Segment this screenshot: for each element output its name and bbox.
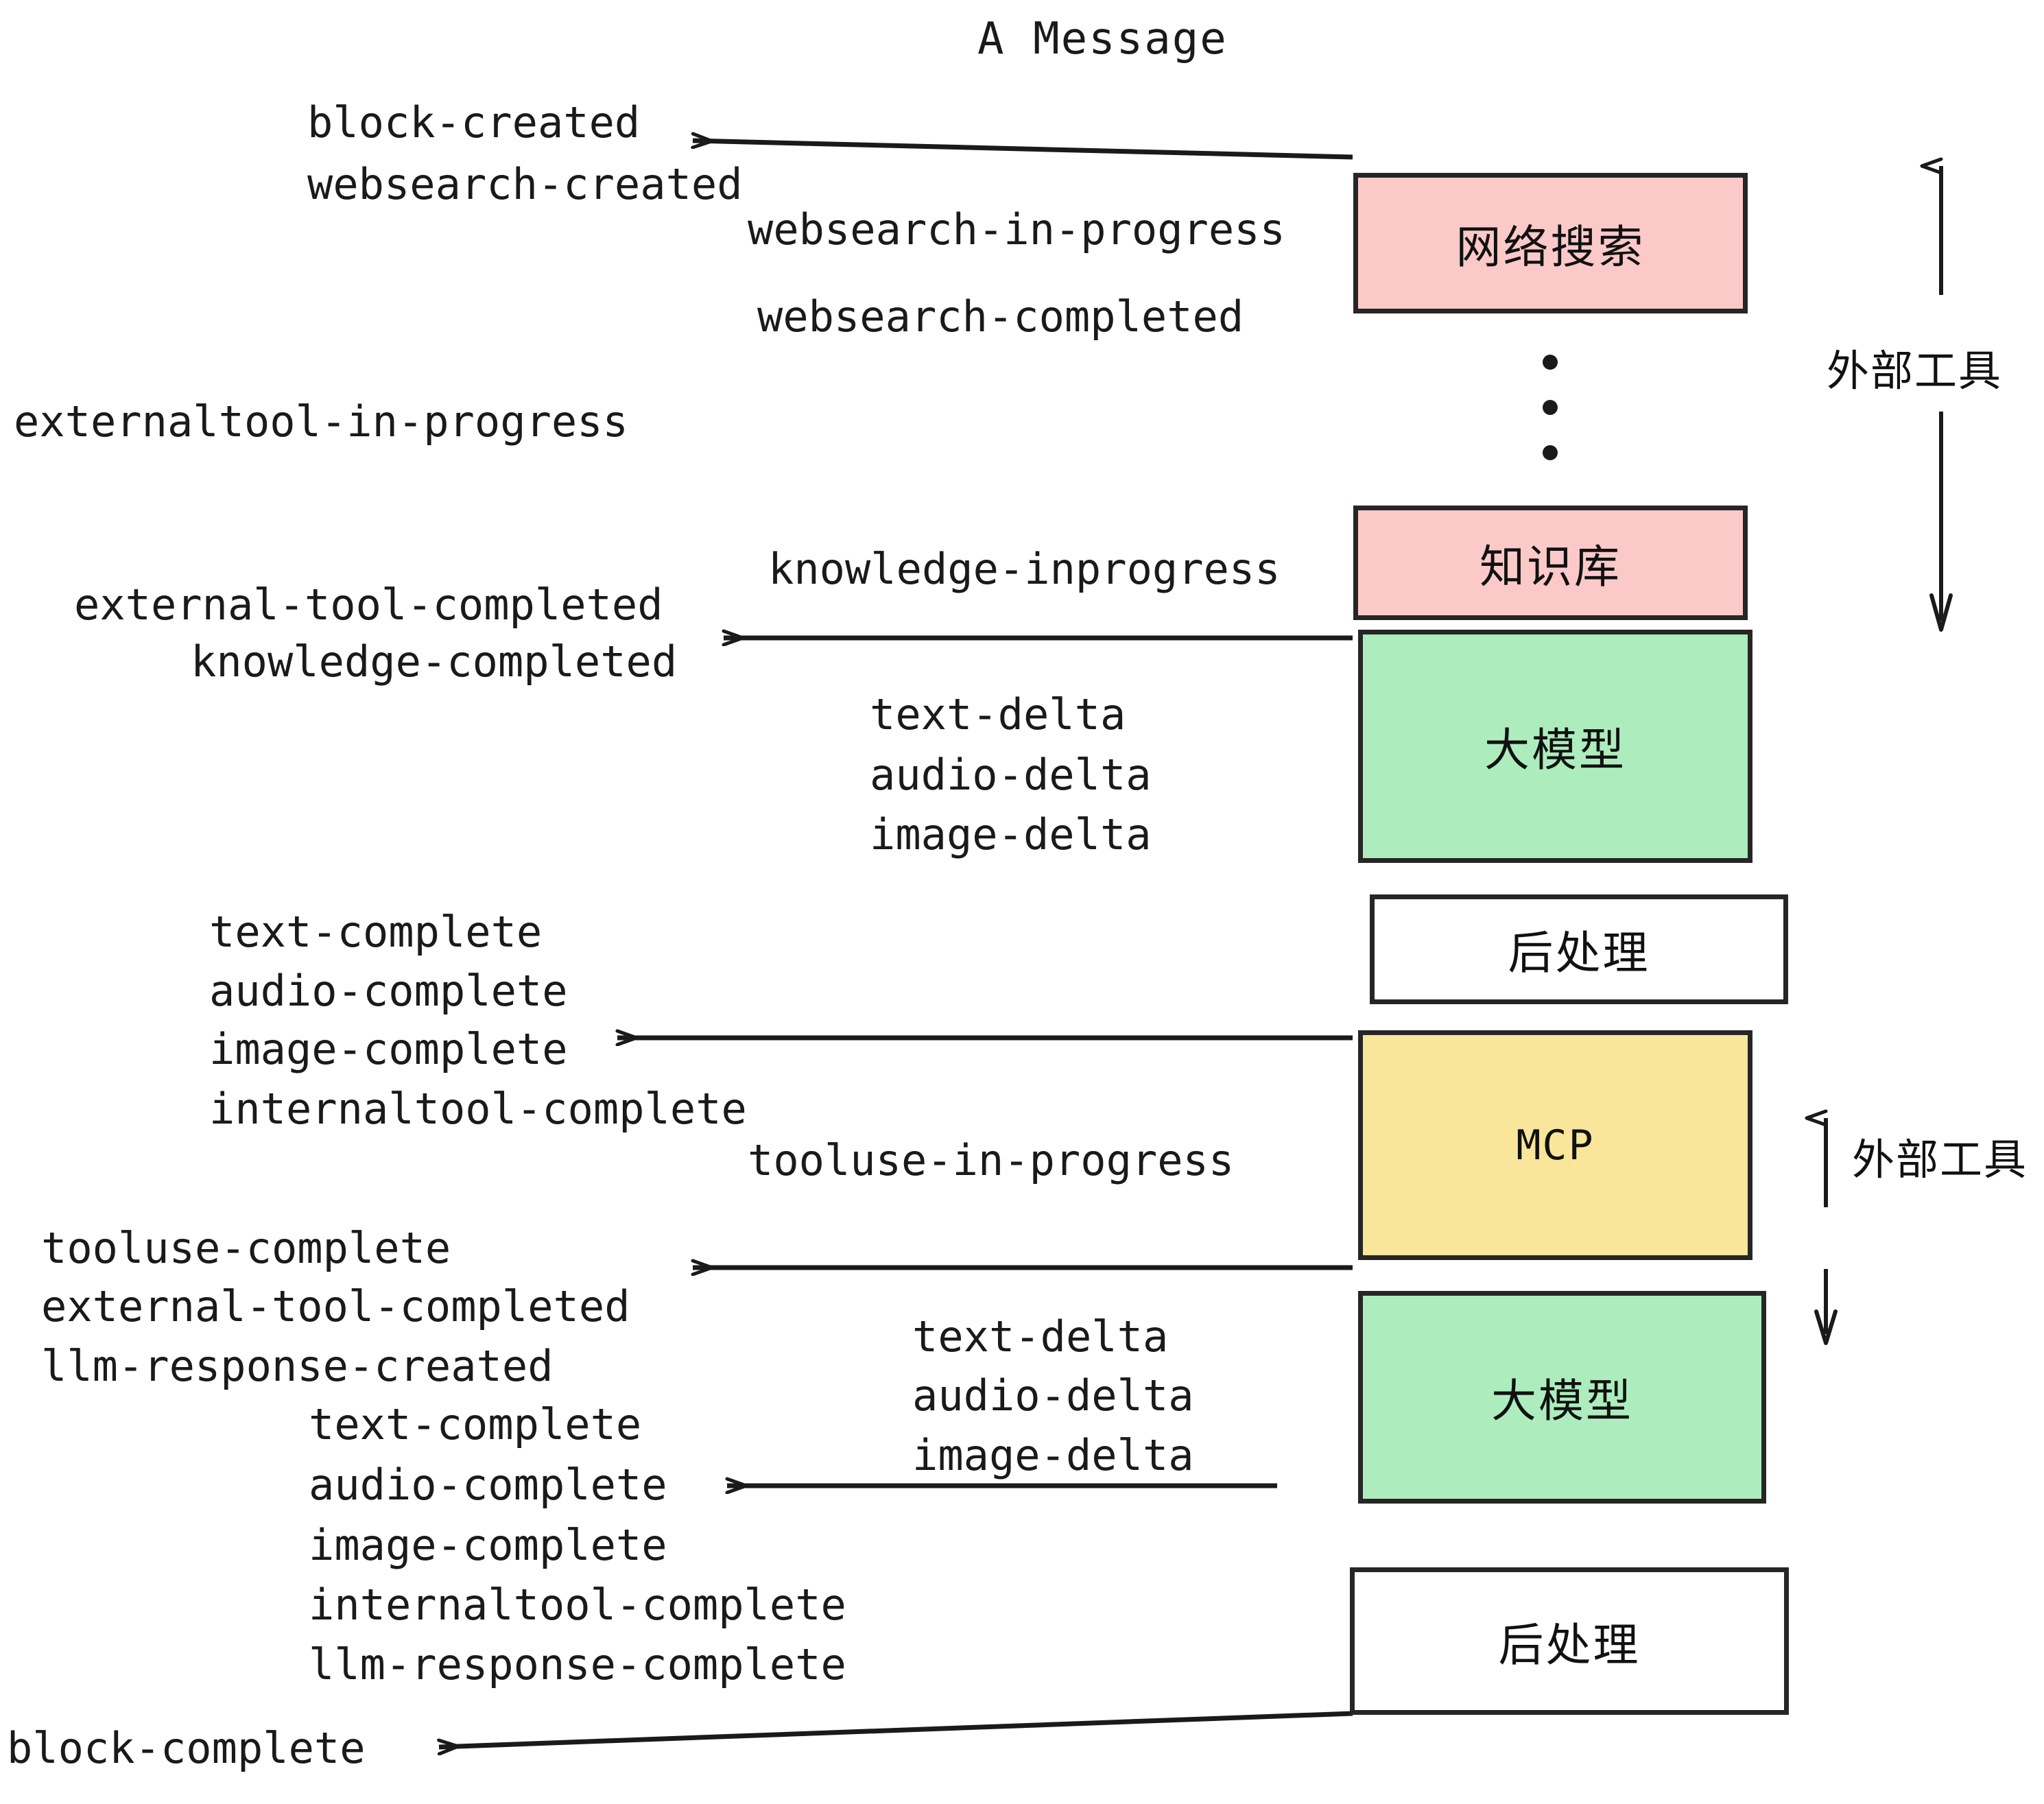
node-llm-1-label: 大模型 <box>1484 724 1626 776</box>
event-audio-complete-1: audio-complete <box>209 966 568 1016</box>
event-external-tool-completed-2: external-tool-completed <box>41 1281 630 1331</box>
arrow-websearch-to-block-created <box>693 141 1353 160</box>
node-postprocess-1[interactable]: 后处理 <box>1370 894 1788 1004</box>
event-text-delta-2: text-delta <box>912 1312 1169 1362</box>
ellipsis-dots <box>1543 340 1558 475</box>
node-mcp-label: MCP <box>1516 1121 1595 1170</box>
event-audio-delta-1: audio-delta <box>870 750 1152 800</box>
diagram-title: A Message <box>977 14 1228 64</box>
event-image-delta-1: image-delta <box>870 809 1152 859</box>
node-mcp[interactable]: MCP <box>1358 1030 1752 1260</box>
event-websearch-completed: websearch-completed <box>757 292 1244 342</box>
external-tools-top-arrow-down <box>1929 412 1953 632</box>
arrow-postprocess-to-block-complete <box>439 1711 1353 1747</box>
node-postprocess-2[interactable]: 后处理 <box>1350 1567 1789 1715</box>
event-image-complete-1: image-complete <box>209 1024 568 1074</box>
event-websearch-created: websearch-created <box>307 159 743 209</box>
event-audio-complete-2: audio-complete <box>309 1460 667 1510</box>
event-internaltool-complete-2: internaltool-complete <box>309 1580 846 1630</box>
event-image-complete-2: image-complete <box>309 1520 667 1570</box>
event-text-complete-2: text-complete <box>309 1399 642 1449</box>
event-tooluse-in-progress: tooluse-in-progress <box>748 1135 1235 1185</box>
external-tools-bottom-arrow-down <box>1814 1269 1838 1345</box>
event-llm-response-complete: llm-response-complete <box>309 1639 846 1689</box>
event-text-delta-1: text-delta <box>870 689 1126 739</box>
event-block-created: block-created <box>307 97 641 147</box>
event-externaltool-in-progress: externaltool-in-progress <box>14 396 628 447</box>
node-llm-1[interactable]: 大模型 <box>1358 630 1752 863</box>
node-postprocess-1-label: 后处理 <box>1508 927 1650 980</box>
node-postprocess-2-label: 后处理 <box>1498 1618 1641 1672</box>
node-llm-2-label: 大模型 <box>1491 1375 1633 1427</box>
event-knowledge-completed: knowledge-completed <box>191 637 678 687</box>
group-label-external-tools-bottom: 外部工具 <box>1852 1135 2028 1185</box>
event-knowledge-inprogress: knowledge-inprogress <box>768 544 1281 594</box>
node-knowledge-label: 知识库 <box>1479 540 1621 593</box>
event-image-delta-2: image-delta <box>912 1430 1194 1480</box>
group-label-external-tools-top: 外部工具 <box>1827 346 2003 396</box>
event-block-complete: block-complete <box>7 1723 366 1773</box>
node-knowledge[interactable]: 知识库 <box>1353 506 1748 620</box>
event-llm-response-created: llm-response-created <box>41 1341 554 1391</box>
node-websearch[interactable]: 网络搜索 <box>1353 173 1748 313</box>
node-llm-2[interactable]: 大模型 <box>1358 1291 1766 1504</box>
event-tooluse-complete: tooluse-complete <box>41 1223 451 1273</box>
node-websearch-label: 网络搜索 <box>1455 220 1645 274</box>
event-internaltool-complete-1: internaltool-complete <box>209 1084 747 1134</box>
event-external-tool-completed-1: external-tool-completed <box>74 580 663 630</box>
event-text-complete-1: text-complete <box>209 907 543 957</box>
event-audio-delta-2: audio-delta <box>912 1370 1194 1421</box>
event-websearch-in-progress: websearch-in-progress <box>748 204 1285 254</box>
